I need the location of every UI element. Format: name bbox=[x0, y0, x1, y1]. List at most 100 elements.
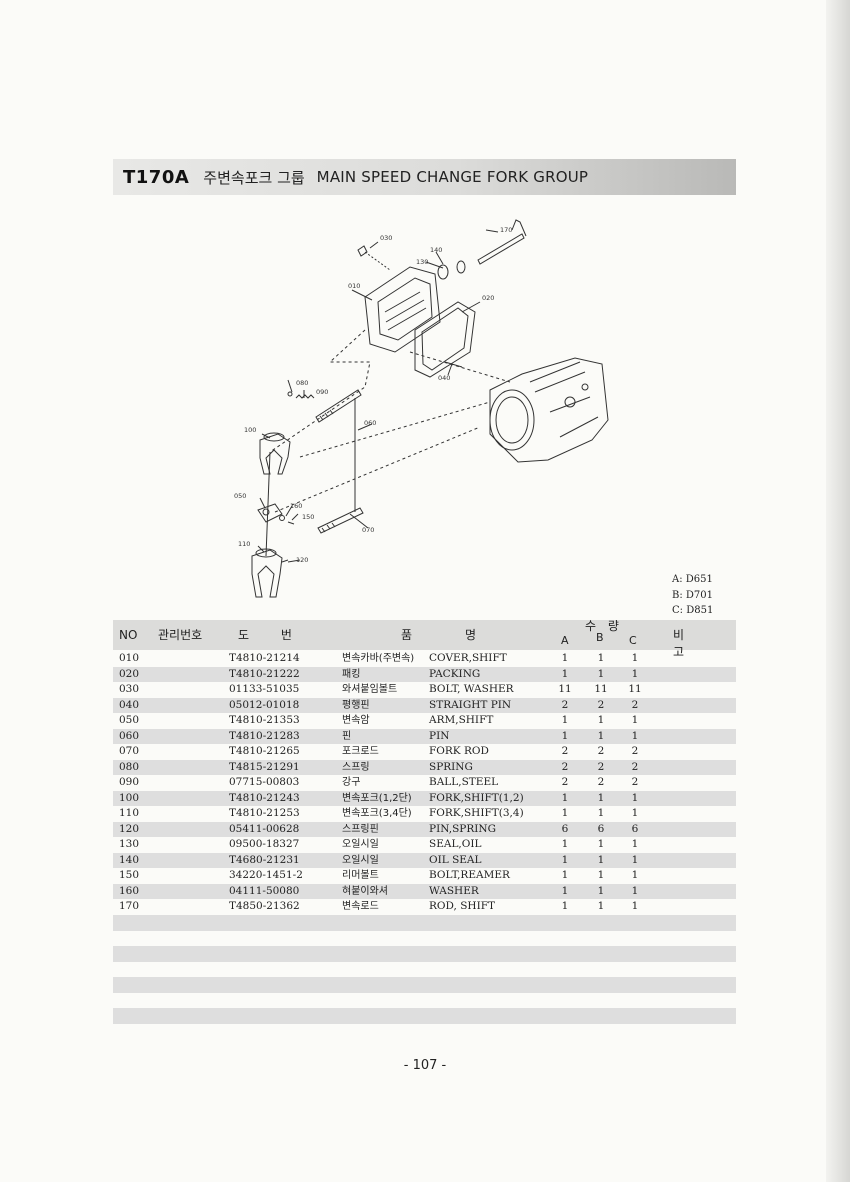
page-number: - 107 - bbox=[403, 1058, 447, 1073]
row-qty-b: 6 bbox=[597, 822, 605, 835]
shift-fork-110 bbox=[251, 549, 283, 598]
row-drawing-number: T4810-21283 bbox=[229, 729, 300, 742]
row-drawing-number: 09500-18327 bbox=[229, 838, 300, 850]
row-qty-a: 1 bbox=[561, 791, 569, 804]
row-name-english: ARM,SHIFT bbox=[429, 714, 494, 726]
row-qty-a: 1 bbox=[561, 714, 569, 726]
row-name-korean: 변속암 bbox=[342, 715, 370, 726]
row-name-english: FORK ROD bbox=[429, 745, 489, 757]
row-qty-c: 2 bbox=[631, 760, 639, 773]
row-no: 080 bbox=[119, 760, 140, 773]
header-drawing-number: 도 번 bbox=[238, 628, 306, 642]
table-row: 050 T4810-21353 변속암 ARM,SHIFT 1 1 1 bbox=[113, 713, 736, 729]
row-qty-b: 1 bbox=[597, 667, 605, 680]
row-qty-a: 1 bbox=[561, 729, 569, 742]
table-row: 010 T4810-21214 변속카바(주변속) COVER,SHIFT 1 … bbox=[113, 651, 736, 667]
callout-100: 100 bbox=[244, 426, 256, 434]
callout-030: 030 bbox=[380, 234, 392, 242]
callout-050: 050 bbox=[234, 492, 246, 500]
row-qty-a: 1 bbox=[561, 884, 569, 897]
callout-160: 160 bbox=[290, 502, 302, 510]
row-name-english: SEAL,OIL bbox=[429, 838, 482, 850]
header-management-number: 관리번호 bbox=[158, 628, 203, 642]
row-drawing-number: 01133-51035 bbox=[229, 683, 300, 695]
row-qty-a: 2 bbox=[561, 698, 569, 711]
row-qty-a: 11 bbox=[558, 683, 572, 695]
group-title-bar: T170A 주변속포크 그룹 MAIN SPEED CHANGE FORK GR… bbox=[113, 159, 736, 195]
table-row: 030 01133-51035 와셔붙임볼트 BOLT, WASHER 11 1… bbox=[113, 682, 736, 698]
table-row: 070 T4810-21265 포크로드 FORK ROD 2 2 2 bbox=[113, 744, 736, 760]
row-drawing-number: 34220-1451-2 bbox=[229, 869, 303, 881]
row-qty-c: 1 bbox=[631, 667, 639, 680]
table-row: 120 05411-00628 스프링핀 PIN,SPRING 6 6 6 bbox=[113, 821, 736, 837]
parts-table-body: 010 T4810-21214 변속카바(주변속) COVER,SHIFT 1 … bbox=[113, 651, 736, 915]
row-name-korean: 패킹 bbox=[342, 668, 361, 680]
table-row: 160 04111-50080 혀붙이와셔 WASHER 1 1 1 bbox=[113, 883, 736, 899]
row-no: 100 bbox=[119, 791, 140, 804]
table-row: 150 34220-1451-2 리머볼트 BOLT,REAMER 1 1 1 bbox=[113, 868, 736, 884]
callout-090: 090 bbox=[316, 388, 328, 396]
blank-table-row bbox=[113, 946, 736, 962]
header-quantity: 수 량 bbox=[585, 619, 623, 633]
header-part-name-1: 품 bbox=[401, 628, 413, 642]
callout-010: 010 bbox=[348, 282, 360, 290]
row-qty-b: 1 bbox=[597, 900, 605, 912]
row-drawing-number: T4810-21243 bbox=[229, 791, 300, 804]
row-drawing-number: T4810-21265 bbox=[229, 745, 300, 757]
row-name-korean: 포크로드 bbox=[342, 746, 379, 757]
row-no: 130 bbox=[119, 838, 140, 850]
row-qty-b: 2 bbox=[597, 776, 605, 788]
row-no: 170 bbox=[119, 900, 140, 912]
reamer-bolt-150 bbox=[287, 521, 295, 525]
legend-c: C: D851 bbox=[672, 605, 714, 616]
spring-pin-120 bbox=[281, 559, 289, 563]
table-row: 130 09500-18327 오일시일 SEAL,OIL 1 1 1 bbox=[113, 837, 736, 853]
model-legend: A: D651 B: D701 C: D851 bbox=[672, 572, 732, 619]
shift-fork-100 bbox=[259, 433, 291, 475]
row-name-english: COVER,SHIFT bbox=[429, 652, 507, 664]
row-no: 060 bbox=[119, 729, 140, 742]
callout-140: 140 bbox=[430, 246, 442, 254]
fork-rod-070 bbox=[317, 507, 364, 534]
row-name-korean: 변속포크(3,4단) bbox=[342, 808, 412, 819]
row-no: 120 bbox=[119, 822, 140, 835]
row-qty-b: 1 bbox=[597, 838, 605, 850]
row-qty-b: 1 bbox=[597, 869, 605, 881]
header-part-name-2: 명 bbox=[465, 628, 477, 642]
row-name-english: PIN bbox=[429, 729, 450, 742]
row-no: 090 bbox=[119, 776, 140, 788]
row-no: 050 bbox=[119, 714, 140, 726]
row-drawing-number: T4815-21291 bbox=[229, 760, 300, 773]
blank-table-row bbox=[113, 915, 736, 931]
callout-170: 170 bbox=[500, 226, 512, 234]
row-name-korean: 와셔붙임볼트 bbox=[342, 684, 398, 695]
row-drawing-number: 04111-50080 bbox=[229, 884, 300, 897]
row-qty-c: 6 bbox=[631, 822, 639, 835]
header-no: NO bbox=[119, 628, 138, 642]
row-name-english: FORK,SHIFT(3,4) bbox=[429, 807, 524, 819]
row-name-korean: 혀붙이와셔 bbox=[342, 885, 388, 897]
row-name-english: PACKING bbox=[429, 667, 481, 680]
row-qty-c: 1 bbox=[631, 714, 639, 726]
shift-rod-170 bbox=[477, 233, 525, 265]
row-qty-a: 1 bbox=[561, 869, 569, 881]
blank-table-row bbox=[113, 1008, 736, 1024]
row-qty-c: 1 bbox=[631, 807, 639, 819]
row-qty-a: 2 bbox=[561, 776, 569, 788]
oil-seal-130 bbox=[437, 264, 449, 280]
packing-020 bbox=[414, 301, 476, 378]
row-name-korean: 스프링핀 bbox=[342, 823, 379, 835]
row-name-english: ROD, SHIFT bbox=[429, 900, 496, 912]
callout-070: 070 bbox=[362, 526, 374, 534]
callout-060: 060 bbox=[364, 419, 376, 427]
row-name-korean: 강구 bbox=[342, 777, 361, 788]
row-name-korean: 변속로드 bbox=[342, 901, 379, 912]
page-edge-shadow bbox=[826, 0, 850, 1182]
row-drawing-number: T4850-21362 bbox=[229, 900, 300, 912]
row-qty-c: 11 bbox=[628, 683, 642, 695]
table-row: 040 05012-01018 평행핀 STRAIGHT PIN 2 2 2 bbox=[113, 697, 736, 713]
callout-130: 130 bbox=[416, 258, 428, 266]
row-qty-c: 2 bbox=[631, 776, 639, 788]
row-name-korean: 오일시일 bbox=[342, 854, 379, 866]
row-name-english: WASHER bbox=[429, 884, 479, 897]
